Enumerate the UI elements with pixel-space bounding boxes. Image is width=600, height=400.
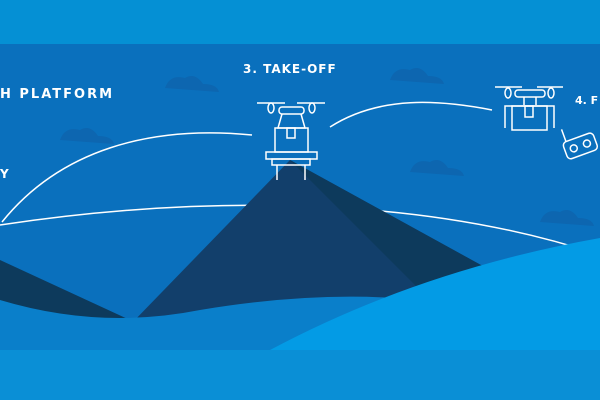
remote-control-icon — [560, 129, 599, 160]
cloud-icon — [60, 68, 594, 226]
drone-icon — [495, 86, 563, 131]
mountain-shadow — [290, 160, 490, 300]
mountain — [130, 160, 490, 330]
left-fragment-label: Y — [0, 167, 9, 181]
takeoff-label: 3. TAKE-OFF — [243, 62, 337, 76]
platform-label: H PLATFORM — [0, 87, 114, 102]
step4-label: 4. F — [575, 94, 598, 107]
bottom-band — [0, 350, 600, 400]
top-band — [0, 0, 600, 44]
launch-tower-icon — [257, 102, 325, 180]
